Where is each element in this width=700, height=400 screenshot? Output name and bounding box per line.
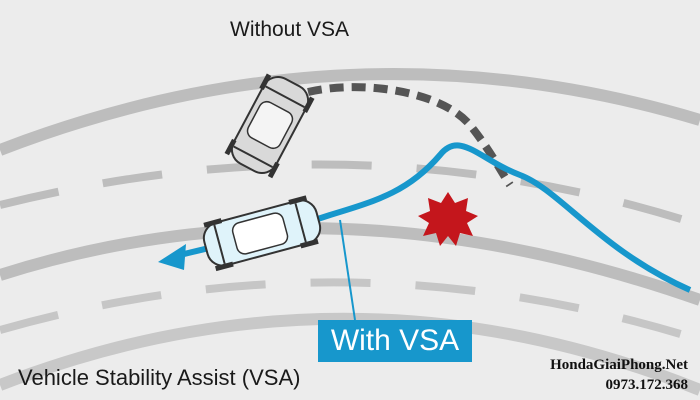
without-vsa-label: Without VSA	[230, 18, 350, 41]
road-outer-edge	[0, 68, 700, 156]
lane-dashes-upper	[0, 160, 700, 229]
watermark-phone: 0973.172.368	[605, 377, 689, 393]
impact-star-icon	[418, 192, 478, 246]
with-vsa-label: With VSA	[318, 320, 472, 362]
diagram-caption: Vehicle Stability Assist (VSA)	[18, 365, 301, 390]
direction-arrow-icon	[158, 244, 186, 270]
vsa-leader-line	[339, 219, 356, 321]
car-with-vsa-icon	[202, 195, 322, 272]
road-far-edge	[0, 312, 700, 396]
watermark-site: HondaGiaiPhong.Net	[550, 357, 688, 373]
car-skidding-icon	[224, 73, 315, 179]
skid-path	[307, 83, 514, 188]
road-inner-edge	[0, 222, 700, 306]
